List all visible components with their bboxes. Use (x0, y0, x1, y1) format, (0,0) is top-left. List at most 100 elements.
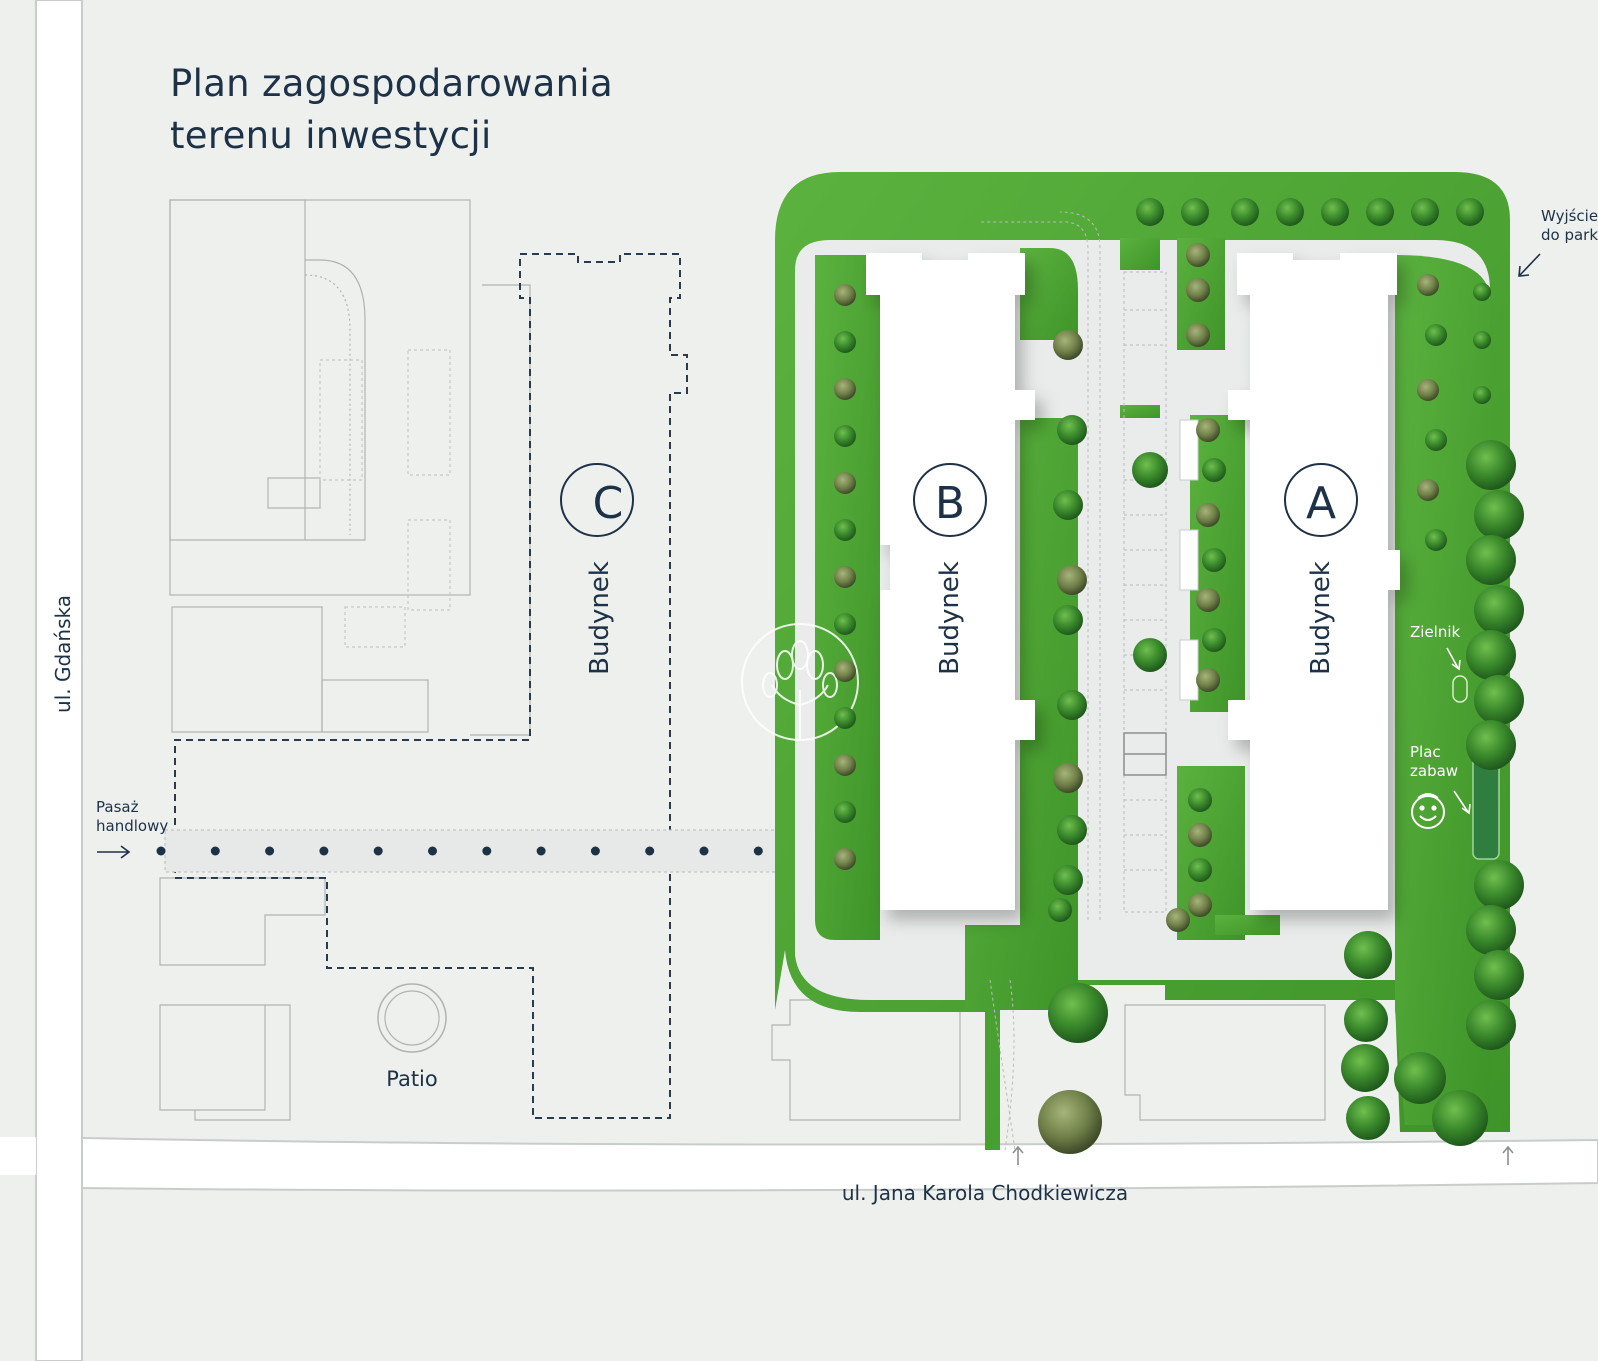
tree (1136, 198, 1164, 226)
tree (834, 425, 856, 447)
building-c-letter: C (593, 478, 624, 529)
building-a-footprint (1228, 253, 1400, 910)
tree (1425, 324, 1447, 346)
neighbour-building-east (1124, 1004, 1326, 1121)
playground-area (1472, 756, 1500, 860)
c-left-outline (470, 284, 531, 736)
passage-label-line2: handlowy (96, 817, 168, 835)
tree (1394, 1052, 1446, 1104)
neighbour-building-west (771, 999, 961, 1121)
parking-block-outline (169, 199, 471, 596)
tree (1188, 858, 1212, 882)
patio-label: Patio (386, 1067, 438, 1091)
tree (1473, 386, 1491, 404)
passage-dot (265, 846, 275, 856)
street-chodkiewicza-label: ul. Jana Karola Chodkiewicza (842, 1181, 1128, 1205)
shrub (834, 284, 856, 306)
street-west-cross (0, 1137, 36, 1175)
tree (1231, 198, 1259, 226)
tree (1344, 931, 1392, 979)
parking-inner-outline (169, 199, 306, 541)
tree (1432, 1090, 1488, 1146)
playground-label-line1: Plac (1410, 743, 1441, 761)
tree (1366, 198, 1394, 226)
shrub (1196, 668, 1220, 692)
title-line-2: terenu inwestycji (170, 114, 492, 157)
building-c-badge (560, 463, 634, 537)
tree (1346, 1096, 1390, 1140)
shrub (1196, 503, 1220, 527)
tree (1188, 788, 1212, 812)
tree (1132, 452, 1168, 488)
tree (1202, 548, 1226, 572)
tree (1053, 865, 1083, 895)
tree (1053, 490, 1083, 520)
shrub (1188, 893, 1212, 917)
tree (834, 801, 856, 823)
passage-dot (428, 846, 437, 856)
shrub (1186, 323, 1210, 347)
passage-dot (536, 846, 546, 856)
small-structure-outline (267, 477, 321, 509)
exit-label-line1: Wyjście (1541, 207, 1598, 225)
shrub (1053, 763, 1083, 793)
tree (1466, 535, 1516, 585)
herb-arrow-icon (1446, 647, 1461, 671)
tree (1466, 1000, 1516, 1050)
tree (1456, 198, 1484, 226)
passage-dot (210, 846, 220, 856)
trees-layer (834, 198, 1524, 1154)
tree (1466, 440, 1516, 490)
passage-dot (156, 846, 166, 856)
arrows (97, 253, 1541, 1165)
title-line-1: Plan zagospodarowania (170, 62, 613, 105)
page-title: Plan zagospodarowania terenu inwestycji (170, 58, 613, 162)
tree (1048, 898, 1072, 922)
shrub (834, 848, 856, 870)
shrub (834, 378, 856, 400)
tree (834, 707, 856, 729)
tree (1057, 415, 1087, 445)
tree (1048, 983, 1108, 1043)
tree (1202, 628, 1226, 652)
tree (1466, 905, 1516, 955)
tree (1411, 198, 1439, 226)
passage-dot (753, 846, 763, 856)
tree (834, 613, 856, 635)
shrub (834, 754, 856, 776)
passage-dot (699, 846, 709, 856)
shrub (1166, 908, 1190, 932)
tree (1344, 998, 1388, 1042)
shrub (1038, 1090, 1102, 1154)
tree (1474, 950, 1524, 1000)
passage-dot (645, 846, 655, 856)
building-a-badge (1284, 463, 1358, 537)
tree (1473, 331, 1491, 349)
building-a-label: Budynek (1306, 561, 1336, 675)
passage-arrow-icon (97, 845, 131, 859)
passage-dots (156, 846, 763, 856)
smiley-face-icon (1411, 793, 1445, 829)
tree (1425, 529, 1447, 551)
tree (1474, 675, 1524, 725)
tree (1341, 1044, 1389, 1092)
building-c-outline (174, 253, 688, 1119)
building-c-label: Budynek (585, 561, 615, 675)
lower-left-building-1 (159, 877, 326, 966)
lower-small-outline (321, 679, 429, 733)
tree-logo-icon (741, 623, 859, 741)
building-b-badge (913, 463, 987, 537)
exit-label-line2: do park (1541, 226, 1598, 244)
shrub (1417, 479, 1439, 501)
playground-arrow-icon (1453, 790, 1471, 815)
building-badges (560, 463, 1358, 537)
shrub (1188, 823, 1212, 847)
street-gdanska-label: ul. Gdańska (51, 595, 75, 713)
entrance-arrow-east-icon (1502, 1145, 1514, 1165)
lower-block-outline (171, 606, 323, 733)
shrub (834, 566, 856, 588)
shrub (1057, 565, 1087, 595)
tree (1466, 630, 1516, 680)
shrub (1186, 243, 1210, 267)
ramp-dotted (304, 274, 351, 535)
